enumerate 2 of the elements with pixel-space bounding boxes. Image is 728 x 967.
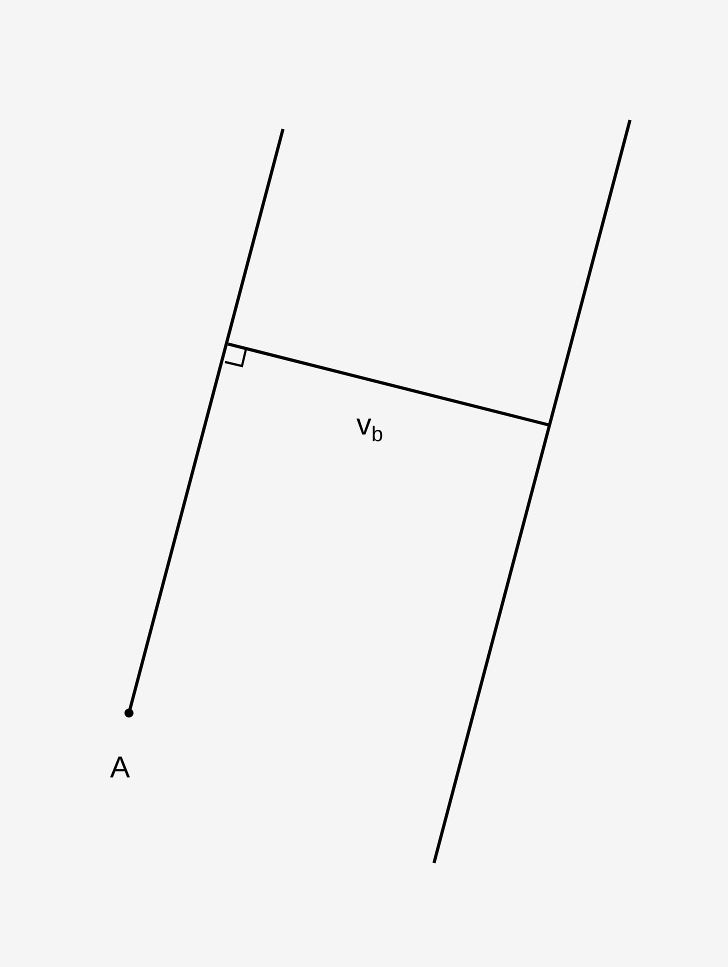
label: A (110, 756, 130, 778)
label: v$_{b}$ (356, 418, 382, 442)
